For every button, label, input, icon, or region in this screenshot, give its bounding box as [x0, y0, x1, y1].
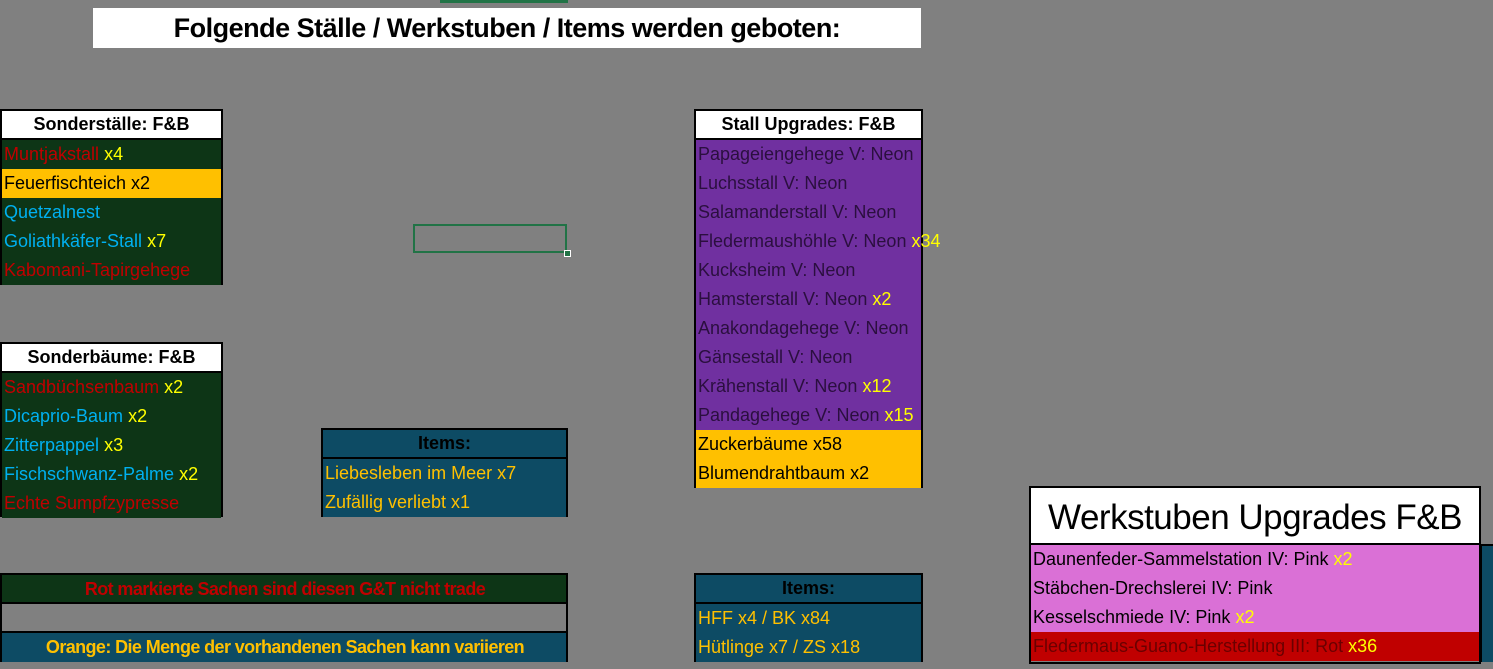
list-item[interactable]: HFF x4 / BK x84 — [696, 604, 921, 633]
stall-upgrades-header[interactable]: Stall Upgrades: F&B — [696, 111, 921, 140]
list-item[interactable]: Feuerfischteich x2 — [2, 169, 221, 198]
items-left-header[interactable]: Items: — [323, 430, 566, 459]
list-item[interactable]: Papageiengehege V: Neon — [696, 140, 921, 169]
list-item[interactable]: Kucksheim V: Neon — [696, 256, 921, 285]
list-item[interactable]: Daunenfeder-Sammelstation IV: Pink x2 — [1031, 545, 1479, 574]
page-title: Folgende Ställe / Werkstuben / Items wer… — [93, 8, 921, 48]
sonderstaelle-header[interactable]: Sonderställe: F&B — [2, 111, 221, 140]
list-item[interactable]: Dicaprio-Baum x2 — [2, 402, 221, 431]
stall-upgrades-table: Stall Upgrades: F&B Papageiengehege V: N… — [694, 109, 941, 488]
list-item[interactable]: Zitterpappel x3 — [2, 431, 221, 460]
list-item[interactable]: Hamsterstall V: Neon x2 — [696, 285, 921, 314]
list-item[interactable]: Zufällig verliebt x1 — [323, 488, 566, 517]
column-highlight-bar — [440, 0, 568, 3]
list-item[interactable]: Hütlinge x7 / ZS x18 — [696, 633, 921, 662]
list-item[interactable]: Echte Sumpfzypresse — [2, 489, 221, 518]
selected-cell[interactable] — [413, 224, 567, 253]
items-left-table: Items: Liebesleben im Meer x7 Zufällig v… — [321, 428, 568, 517]
werkstuben-header[interactable]: Werkstuben Upgrades F&B — [1031, 488, 1479, 545]
list-item[interactable]: Zuckerbäume x58 — [696, 430, 921, 459]
list-item[interactable]: Pandagehege V: Neon x15 — [696, 401, 921, 430]
fill-handle[interactable] — [564, 250, 571, 257]
list-item[interactable]: Fledermaus-Guano-Herstellung III: Rot x3… — [1031, 632, 1479, 661]
list-item[interactable]: Krähenstall V: Neon x12 — [696, 372, 921, 401]
legend-empty-row[interactable] — [2, 604, 566, 633]
legend-red-note[interactable]: Rot markierte Sachen sind diesen G&T nic… — [2, 575, 566, 604]
list-item[interactable]: Luchsstall V: Neon — [696, 169, 921, 198]
list-item[interactable]: Blumendrahtbaum x2 — [696, 459, 921, 488]
sonderbaeume-table: Sonderbäume: F&B Sandbüchsenbaum x2 Dica… — [0, 342, 223, 518]
sonderbaeume-header[interactable]: Sonderbäume: F&B — [2, 344, 221, 373]
items-mid-table: Items: HFF x4 / BK x84 Hütlinge x7 / ZS … — [694, 573, 923, 662]
list-item[interactable]: Muntjakstall x4 — [2, 140, 221, 169]
list-item[interactable]: Kesselschmiede IV: Pink x2 — [1031, 603, 1479, 632]
list-item[interactable]: Quetzalnest — [2, 198, 221, 227]
list-item[interactable]: Fischschwanz-Palme x2 — [2, 460, 221, 489]
list-item[interactable]: Kabomani-Tapirgehege — [2, 256, 221, 285]
sonderstaelle-table: Sonderställe: F&B Muntjakstall x4 Feuerf… — [0, 109, 223, 285]
werkstuben-table: Werkstuben Upgrades F&B Daunenfeder-Samm… — [1029, 486, 1481, 664]
list-item[interactable]: Stäbchen-Drechslerei IV: Pink — [1031, 574, 1479, 603]
offscreen-column-fragment — [1481, 544, 1493, 662]
list-item[interactable]: Sandbüchsenbaum x2 — [2, 373, 221, 402]
list-item[interactable]: Goliathkäfer-Stall x7 — [2, 227, 221, 256]
list-item[interactable]: Salamanderstall V: Neon — [696, 198, 921, 227]
items-mid-header[interactable]: Items: — [696, 575, 921, 604]
list-item[interactable]: Anakondagehege V: Neon — [696, 314, 921, 343]
list-item[interactable]: Liebesleben im Meer x7 — [323, 459, 566, 488]
list-item[interactable]: Gänsestall V: Neon — [696, 343, 921, 372]
legend-box: Rot markierte Sachen sind diesen G&T nic… — [0, 573, 568, 662]
legend-orange-note[interactable]: Orange: Die Menge der vorhandenen Sachen… — [2, 633, 566, 662]
list-item[interactable]: Fledermaushöhle V: Neon x34 — [696, 227, 941, 256]
